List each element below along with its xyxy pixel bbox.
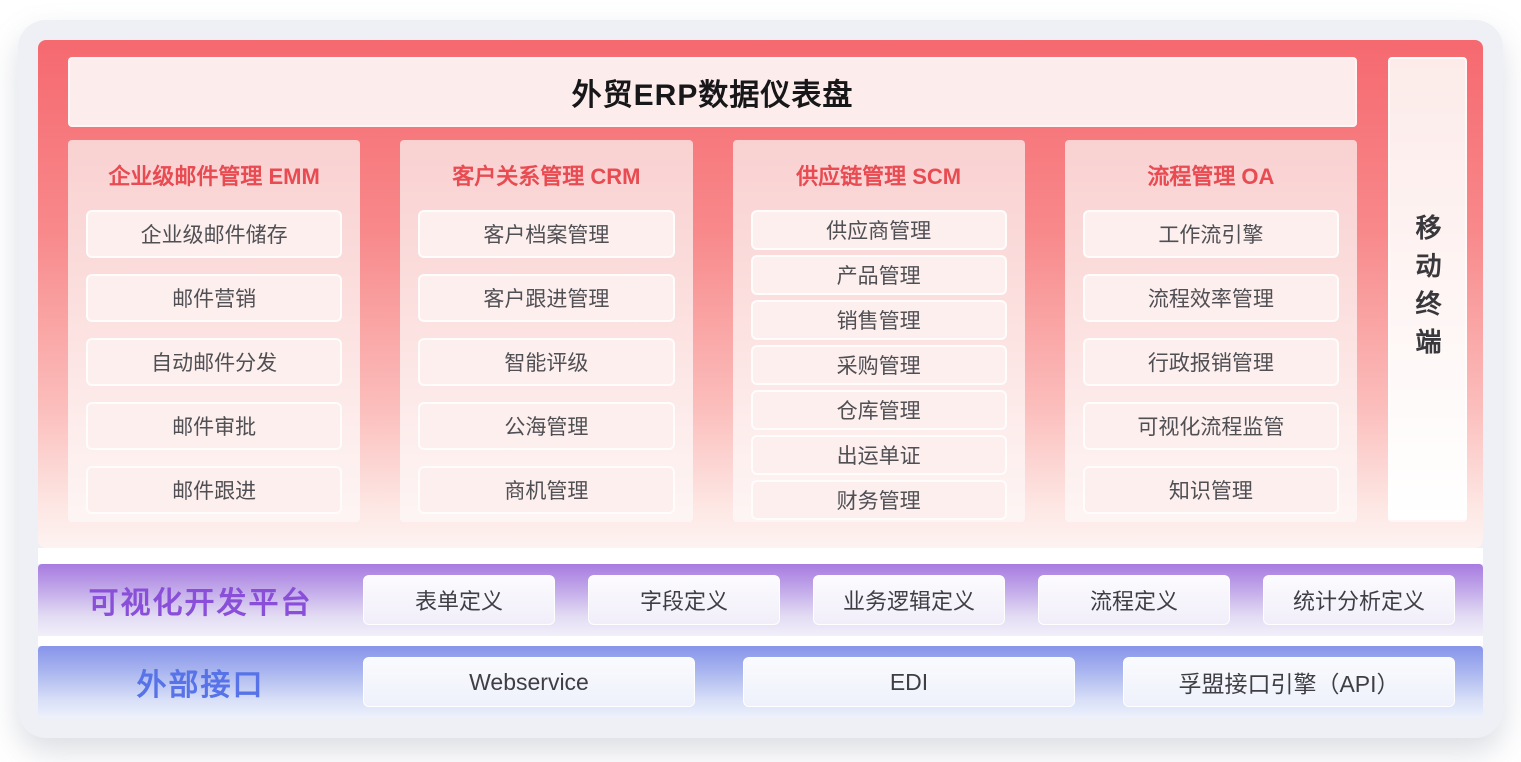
module-item-list: 工作流引擎流程效率管理行政报销管理可视化流程监管知识管理 xyxy=(1082,210,1339,514)
module-item-list: 供应商管理产品管理销售管理采购管理仓库管理出运单证财务管理 xyxy=(750,210,1007,520)
erp-platform-shell: 外贸ERP数据仪表盘 企业级邮件管理 EMM 企业级邮件储存邮件营销自动邮件分发… xyxy=(38,40,1483,548)
module-item: 仓库管理 xyxy=(750,390,1007,430)
section-divider xyxy=(38,548,1483,564)
external-interface-chips: Webservice EDI 孚盟接口引擎（API） xyxy=(363,657,1455,707)
module-item: 产品管理 xyxy=(750,255,1007,295)
module-item: 出运单证 xyxy=(750,435,1007,475)
platform-chip: 表单定义 xyxy=(363,575,555,625)
module-item: 邮件跟进 xyxy=(86,466,343,514)
external-interface-bar: 外部接口 Webservice EDI 孚盟接口引擎（API） xyxy=(38,646,1483,718)
dashboard-title-bar: 外贸ERP数据仪表盘 xyxy=(68,57,1357,127)
module-item: 采购管理 xyxy=(750,345,1007,385)
module-item: 财务管理 xyxy=(750,480,1007,520)
module-title-emm: 企业级邮件管理 EMM xyxy=(108,164,320,189)
visual-dev-platform-bar: 可视化开发平台 表单定义字段定义业务逻辑定义流程定义统计分析定义 xyxy=(38,564,1483,636)
erp-architecture-card: 外贸ERP数据仪表盘 企业级邮件管理 EMM 企业级邮件储存邮件营销自动邮件分发… xyxy=(18,20,1503,738)
interface-chip: EDI xyxy=(743,657,1075,707)
module-item-list: 企业级邮件储存邮件营销自动邮件分发邮件审批邮件跟进 xyxy=(86,210,343,514)
module-item: 客户跟进管理 xyxy=(418,274,675,322)
erp-main-area: 外贸ERP数据仪表盘 企业级邮件管理 EMM 企业级邮件储存邮件营销自动邮件分发… xyxy=(68,57,1357,522)
module-item: 邮件营销 xyxy=(86,274,343,322)
visual-dev-platform-chips: 表单定义字段定义业务逻辑定义流程定义统计分析定义 xyxy=(363,575,1455,625)
module-column-scm: 供应链管理 SCM 供应商管理产品管理销售管理采购管理仓库管理出运单证财务管理 xyxy=(732,140,1025,522)
module-column-emm: 企业级邮件管理 EMM 企业级邮件储存邮件营销自动邮件分发邮件审批邮件跟进 xyxy=(68,140,361,522)
module-title-oa: 流程管理 OA xyxy=(1147,164,1275,189)
module-item: 流程效率管理 xyxy=(1082,274,1339,322)
module-item: 智能评级 xyxy=(418,338,675,386)
platform-chip: 字段定义 xyxy=(588,575,780,625)
module-item-list: 客户档案管理客户跟进管理智能评级公海管理商机管理 xyxy=(418,210,675,514)
visual-dev-platform-label: 可视化开发平台 xyxy=(88,587,313,620)
module-item: 客户档案管理 xyxy=(418,210,675,258)
module-column-oa: 流程管理 OA 工作流引擎流程效率管理行政报销管理可视化流程监管知识管理 xyxy=(1064,140,1357,522)
module-item: 工作流引擎 xyxy=(1082,210,1339,258)
interface-chip: Webservice xyxy=(363,657,695,707)
module-item: 行政报销管理 xyxy=(1082,338,1339,386)
module-item: 自动邮件分发 xyxy=(86,338,343,386)
module-item: 商机管理 xyxy=(418,466,675,514)
mobile-terminal-panel: 移动终端 xyxy=(1388,57,1467,522)
module-item: 公海管理 xyxy=(418,402,675,450)
module-item: 供应商管理 xyxy=(750,210,1007,250)
external-interface-label: 外部接口 xyxy=(136,669,265,702)
dashboard-title: 外贸ERP数据仪表盘 xyxy=(571,79,854,112)
platform-chip: 流程定义 xyxy=(1038,575,1230,625)
module-column-crm: 客户关系管理 CRM 客户档案管理客户跟进管理智能评级公海管理商机管理 xyxy=(400,140,693,522)
module-item: 知识管理 xyxy=(1082,466,1339,514)
module-item: 企业级邮件储存 xyxy=(86,210,343,258)
mobile-terminal-label: 移动终端 xyxy=(1412,213,1442,366)
module-item: 可视化流程监管 xyxy=(1082,402,1339,450)
platform-chip: 业务逻辑定义 xyxy=(813,575,1005,625)
module-title-scm: 供应链管理 SCM xyxy=(796,164,962,189)
section-divider xyxy=(38,636,1483,646)
interface-chip: 孚盟接口引擎（API） xyxy=(1123,657,1455,707)
module-item: 邮件审批 xyxy=(86,402,343,450)
module-item: 销售管理 xyxy=(750,300,1007,340)
platform-chip: 统计分析定义 xyxy=(1263,575,1455,625)
module-title-crm: 客户关系管理 CRM xyxy=(452,164,641,189)
module-columns: 企业级邮件管理 EMM 企业级邮件储存邮件营销自动邮件分发邮件审批邮件跟进 客户… xyxy=(68,140,1357,522)
